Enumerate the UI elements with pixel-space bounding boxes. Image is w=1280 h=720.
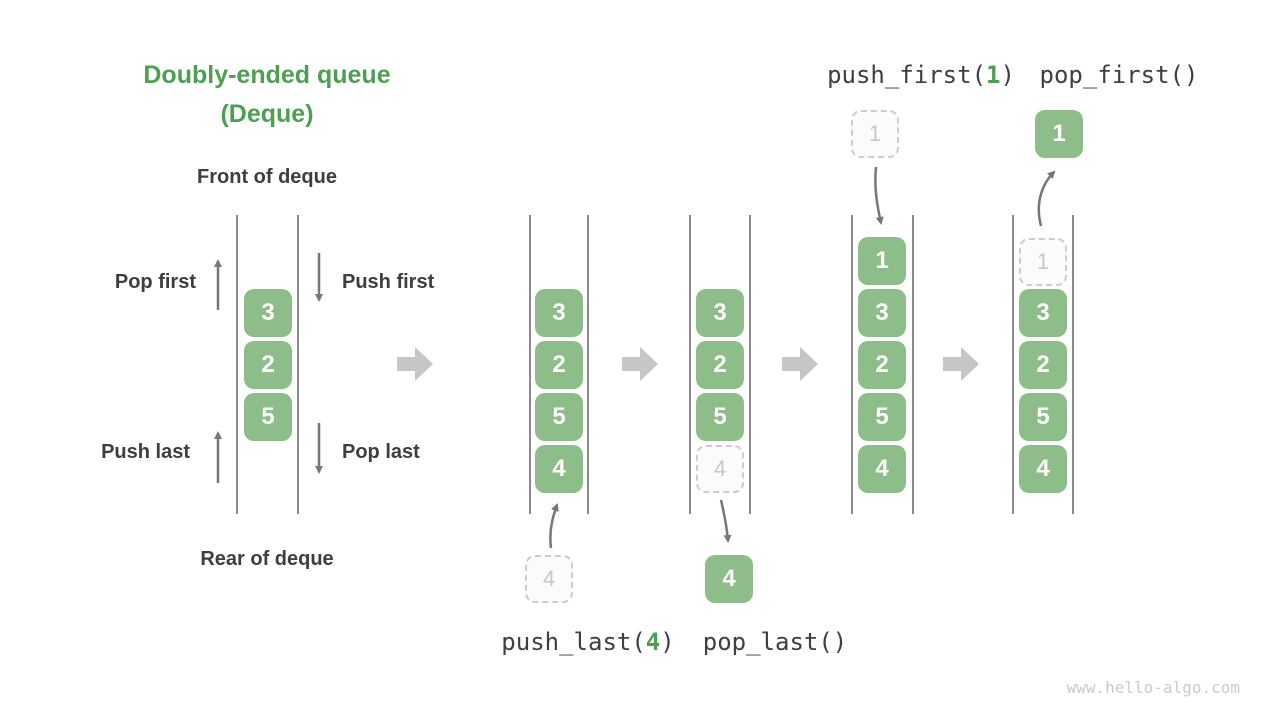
deque-cell: 4 bbox=[535, 445, 583, 493]
pop-first-label: Pop first bbox=[114, 271, 196, 293]
deque-cell: 2 bbox=[535, 341, 583, 389]
front-of-deque-label: Front of deque bbox=[197, 166, 337, 188]
push-first-code-label: push_first(1) bbox=[827, 62, 1015, 88]
watermark: www.hello-algo.com bbox=[1066, 678, 1240, 697]
push-last-code-label: push_last(4) bbox=[501, 629, 674, 655]
code-text: ) bbox=[1000, 61, 1015, 89]
transition-right-arrow-icon bbox=[782, 347, 818, 381]
pop-first-remove-arrow-icon bbox=[1037, 170, 1056, 227]
deque-cell: 5 bbox=[244, 393, 292, 441]
deque-cell: 3 bbox=[535, 289, 583, 337]
incoming-value-ghost-cell: 4 bbox=[525, 555, 573, 603]
incoming-value-ghost-cell: 1 bbox=[851, 110, 899, 158]
deque-cell: 5 bbox=[696, 393, 744, 441]
transition-right-arrow-icon bbox=[622, 347, 658, 381]
deque-cell: 4 bbox=[1019, 445, 1067, 493]
push-last-label: Push last bbox=[101, 441, 190, 463]
push-first-insert-arrow-icon bbox=[874, 166, 884, 225]
deque-cell: 1 bbox=[858, 237, 906, 285]
deque-cell: 5 bbox=[858, 393, 906, 441]
deque-cell: 2 bbox=[696, 341, 744, 389]
deque-cell: 5 bbox=[535, 393, 583, 441]
deque-cell: 3 bbox=[696, 289, 744, 337]
code-arg: 1 bbox=[986, 61, 1001, 89]
rear-of-deque-label: Rear of deque bbox=[200, 548, 334, 570]
removed-value-ghost-cell: 1 bbox=[1019, 238, 1067, 286]
deque-cell: 2 bbox=[858, 341, 906, 389]
code-text: pop_last() bbox=[702, 628, 848, 656]
deque-cell: 4 bbox=[858, 445, 906, 493]
push-first-label: Push first bbox=[342, 271, 435, 293]
transition-right-arrow-icon bbox=[397, 347, 433, 381]
deque-cell: 2 bbox=[244, 341, 292, 389]
deque-cell: 3 bbox=[1019, 289, 1067, 337]
code-text: pop_first() bbox=[1039, 61, 1199, 89]
diagram-title-line2: (Deque) bbox=[220, 100, 314, 128]
diagram-title-line1: Doubly-ended queue bbox=[143, 61, 391, 89]
code-text: ) bbox=[660, 628, 675, 656]
outgoing-value-cell: 4 bbox=[705, 555, 753, 603]
pop-last-code-label: pop_last() bbox=[703, 629, 848, 655]
removed-value-ghost-cell: 4 bbox=[696, 445, 744, 493]
deque-cell: 3 bbox=[858, 289, 906, 337]
code-text: push_last( bbox=[501, 628, 646, 656]
transition-right-arrow-icon bbox=[943, 347, 979, 381]
deque-cell: 2 bbox=[1019, 341, 1067, 389]
pop-last-label: Pop last bbox=[342, 441, 420, 463]
code-arg: 4 bbox=[645, 628, 661, 656]
deque-cell: 5 bbox=[1019, 393, 1067, 441]
push-last-insert-arrow-icon bbox=[549, 503, 559, 549]
pop-first-code-label: pop_first() bbox=[1040, 62, 1199, 88]
deque-cell: 3 bbox=[244, 289, 292, 337]
outgoing-value-cell: 1 bbox=[1035, 110, 1083, 158]
code-text: push_first( bbox=[827, 61, 987, 89]
pop-last-remove-arrow-icon bbox=[719, 499, 732, 543]
